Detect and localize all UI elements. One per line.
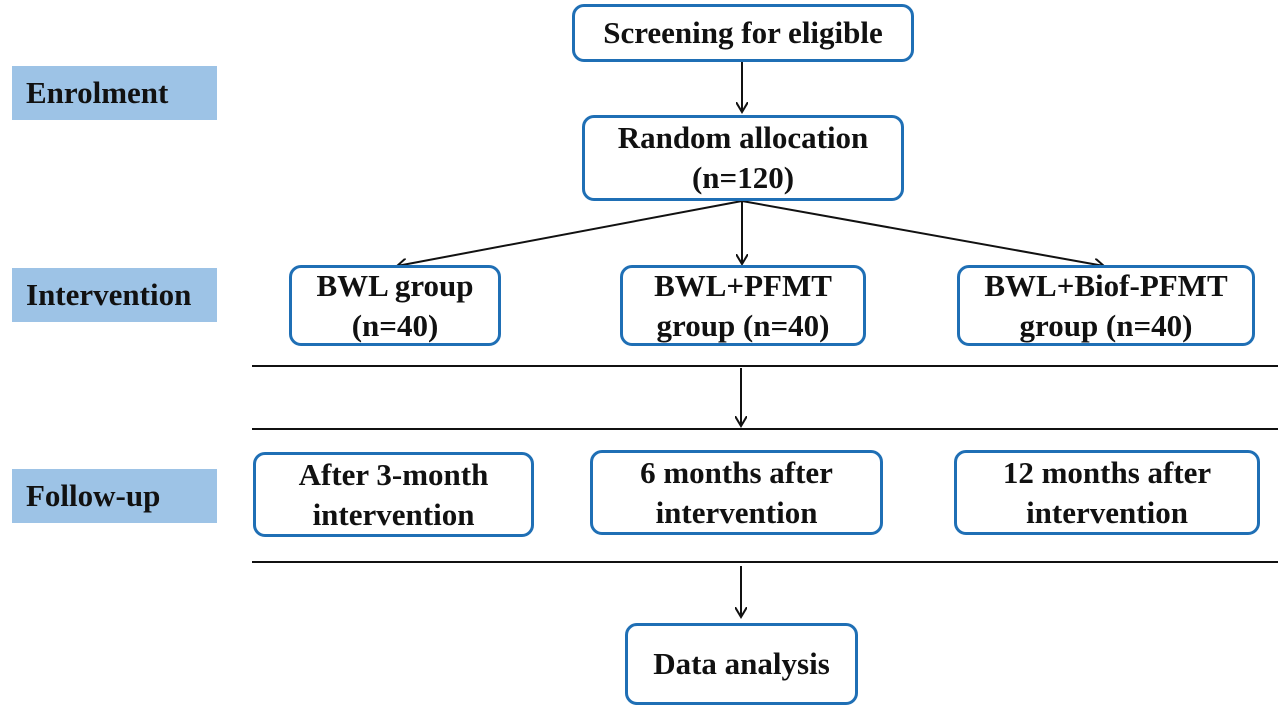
random-allocation-box: Random allocation (n=120) (582, 115, 904, 201)
bwl-biof-pfmt-group-title: BWL+Biof-PFMT (984, 267, 1228, 303)
bwl-pfmt-group-title: BWL+PFMT (654, 267, 832, 303)
screening-box: Screening for eligible (572, 4, 914, 62)
stage-label-enrolment: Enrolment (12, 66, 217, 120)
bwl-group-title: BWL group (316, 267, 474, 303)
followup-6-months-line1: 6 months after (640, 454, 833, 490)
arrow-random-to-biof (741, 200, 1104, 266)
bwl-pfmt-group-box: BWL+PFMT group (n=40) (620, 265, 866, 346)
followup-12-months-line1: 12 months after (1002, 454, 1212, 490)
followup-3-month-box: After 3-month intervention (253, 452, 534, 537)
data-analysis-box: Data analysis (625, 623, 858, 705)
stage-label-followup: Follow-up (12, 469, 217, 523)
bwl-biof-pfmt-group-count: group (n=40) (1019, 307, 1193, 343)
bwl-group-count: (n=40) (351, 307, 439, 343)
random-allocation-count: (n=120) (691, 160, 795, 195)
followup-3-month-line2: intervention (312, 496, 475, 532)
stage-label-intervention: Intervention (12, 268, 217, 322)
bwl-pfmt-group-count: group (n=40) (656, 307, 830, 343)
random-allocation-title: Random allocation (617, 120, 869, 155)
followup-6-months-box: 6 months after intervention (590, 450, 883, 535)
followup-3-month-line1: After 3-month (298, 456, 489, 492)
followup-12-months-line2: intervention (1026, 494, 1188, 530)
followup-6-months-line2: intervention (655, 494, 818, 530)
followup-12-months-box: 12 months after intervention (954, 450, 1260, 535)
bwl-group-box: BWL group (n=40) (289, 265, 501, 346)
arrow-random-to-bwl (397, 200, 743, 266)
data-analysis-text: Data analysis (653, 646, 830, 681)
bwl-biof-pfmt-group-box: BWL+Biof-PFMT group (n=40) (957, 265, 1255, 346)
screening-text: Screening for eligible (603, 15, 883, 50)
